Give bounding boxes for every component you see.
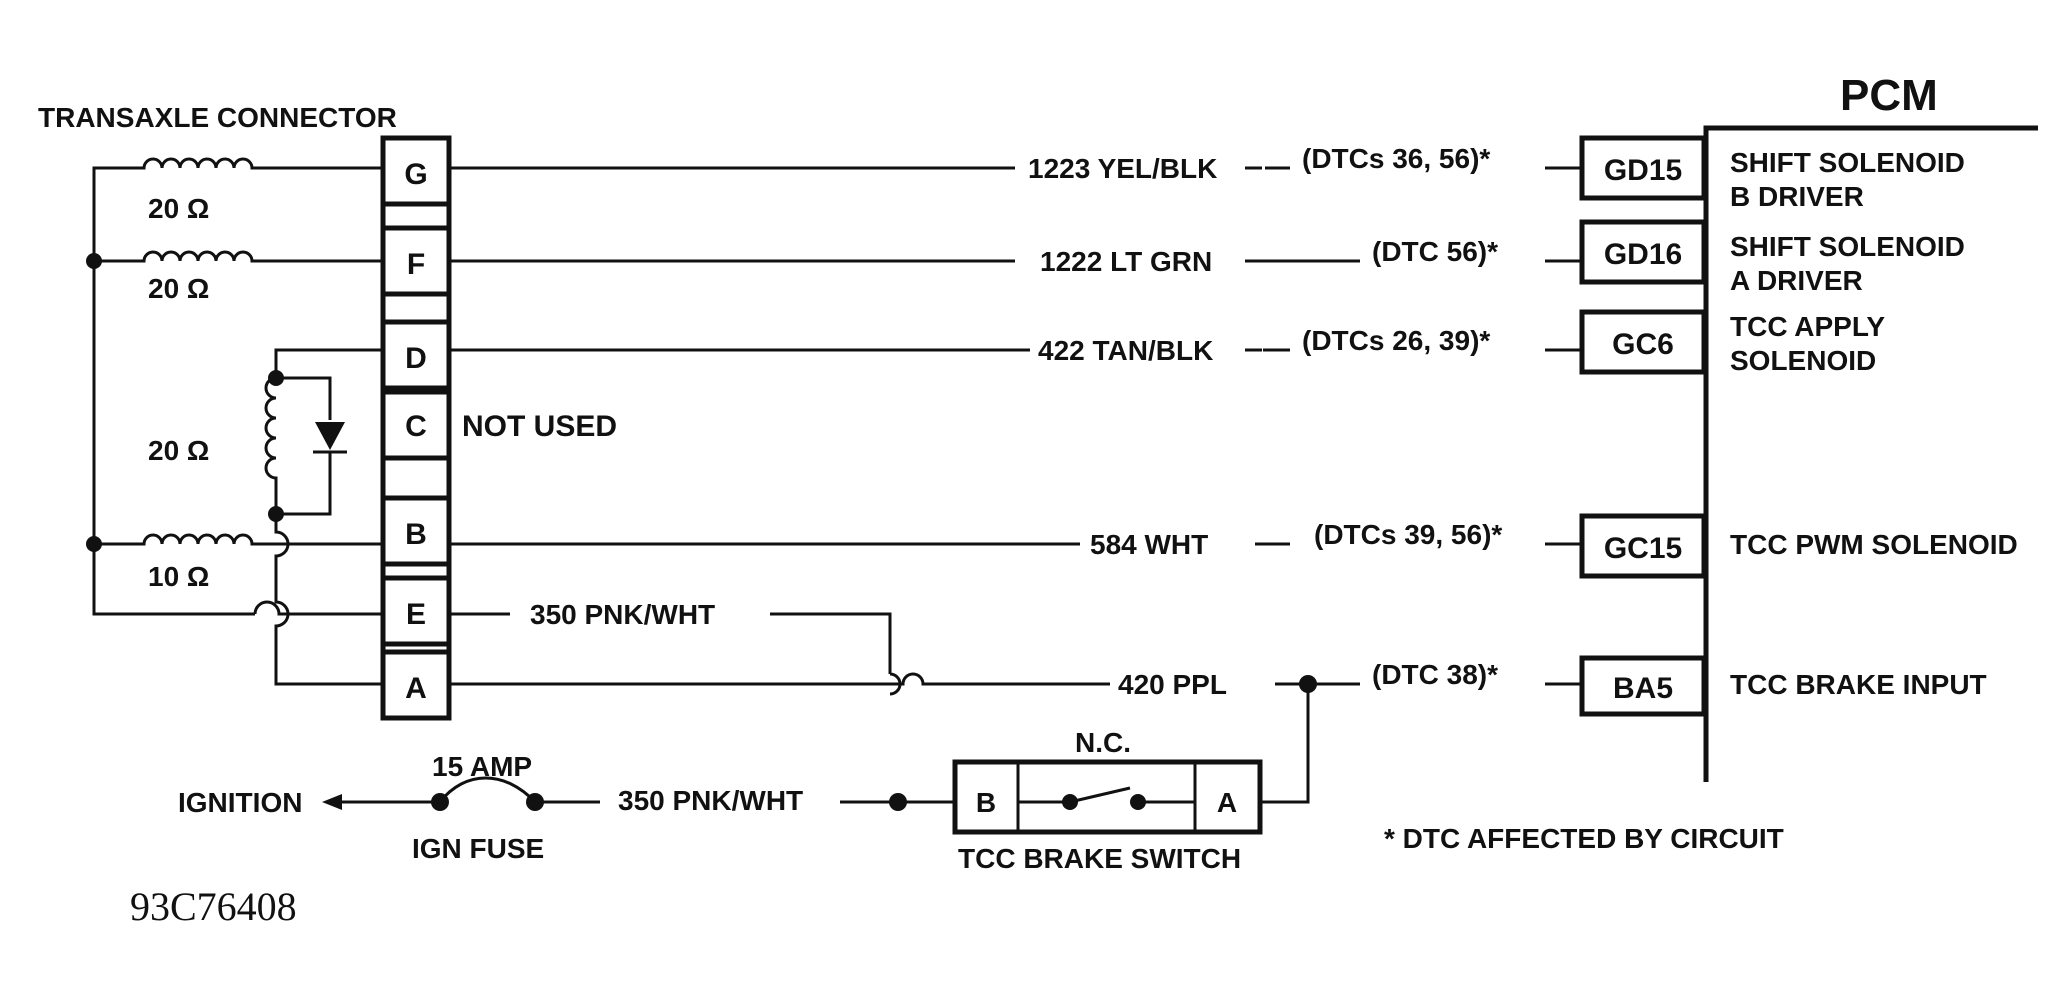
- tcc-apply-resistance: 20 Ω: [148, 435, 209, 466]
- pcm-terminal-gc6: GC6: [1612, 328, 1674, 361]
- diode-branch-wire: [276, 376, 332, 516]
- dtc-labels: (DTCs 36, 56)* (DTC 56)* (DTCs 26, 39)* …: [1245, 143, 1502, 690]
- pin-c-label: C: [405, 410, 427, 443]
- footnote: * DTC AFFECTED BY CIRCUIT: [1384, 823, 1784, 854]
- gd15-function-line2: B DRIVER: [1730, 181, 1864, 212]
- fuse-name-label: IGN FUSE: [412, 833, 544, 864]
- brake-switch-terminal-a: A: [1217, 787, 1237, 818]
- pin-e-box: [380, 575, 452, 647]
- shift-b-resistance: 20 Ω: [148, 193, 209, 224]
- pin-a-label: A: [405, 672, 427, 705]
- wire-g-label: 1223 YEL/BLK: [1028, 153, 1217, 184]
- ignition-label: IGNITION: [178, 787, 302, 818]
- tcc-pwm-coil: [94, 533, 383, 546]
- pin-g-label: G: [404, 158, 427, 191]
- gc6-function-line2: SOLENOID: [1730, 345, 1876, 376]
- fuse-rating-label: 15 AMP: [432, 751, 532, 782]
- circuit-wires: [449, 166, 1580, 696]
- figure-id: 93C76408: [130, 884, 297, 929]
- pcm-terminal-gc15: GC15: [1604, 532, 1682, 565]
- not-used-label: NOT USED: [462, 410, 617, 443]
- pin-b-label: B: [405, 518, 427, 551]
- brake-switch-terminal-b: B: [976, 787, 996, 818]
- wire-f-label: 1222 LT GRN: [1040, 246, 1212, 277]
- pcm-functions: SHIFT SOLENOID B DRIVER SHIFT SOLENOID A…: [1730, 147, 2018, 700]
- dtc-g-label: (DTCs 36, 56)*: [1302, 143, 1490, 174]
- arrow-icon: [322, 794, 342, 810]
- dtc-d-label: (DTCs 26, 39)*: [1302, 325, 1490, 356]
- ign-wire-label: 350 PNK/WHT: [618, 785, 803, 816]
- tcc-apply-coil: [264, 376, 278, 514]
- tcc-pwm-resistance: 10 Ω: [148, 561, 209, 592]
- ignition-fuse: [322, 776, 955, 811]
- dtc-b-label: (DTCs 39, 56)*: [1314, 519, 1502, 550]
- gd15-function-line1: SHIFT SOLENOID: [1730, 147, 1965, 178]
- gc15-function: TCC PWM SOLENOID: [1730, 529, 2018, 560]
- common-bus-wire: [92, 166, 255, 616]
- pin-g-box: [380, 135, 452, 207]
- pin-d-box: [380, 319, 452, 391]
- pin-c-box: [380, 389, 452, 461]
- dtc-f-label: (DTC 56)*: [1372, 236, 1498, 267]
- wire-b-label: 584 WHT: [1090, 529, 1208, 560]
- pcm-terminals: GD15 GD16 GC6 GC15 BA5: [1579, 135, 1707, 717]
- tcc-apply-wire: [274, 348, 383, 378]
- gc6-function-line1: TCC APPLY: [1730, 311, 1885, 342]
- diode-symbol: [315, 422, 345, 450]
- ba5-function: TCC BRAKE INPUT: [1730, 669, 1987, 700]
- gd16-function-line1: SHIFT SOLENOID: [1730, 231, 1965, 262]
- pin-a-internal-wire: [274, 514, 383, 686]
- pin-f-label: F: [407, 248, 425, 281]
- pin-d-label: D: [405, 342, 427, 375]
- brake-switch-name: TCC BRAKE SWITCH: [958, 843, 1241, 874]
- shift-a-coil: [94, 250, 383, 263]
- pin-b-box: [380, 495, 452, 567]
- brake-switch-state: N.C.: [1075, 727, 1131, 758]
- pcm-terminal-gd16: GD16: [1604, 238, 1682, 271]
- wire-e-label: 350 PNK/WHT: [530, 599, 715, 630]
- pcm-title: PCM: [1840, 71, 1938, 120]
- gd16-function-line2: A DRIVER: [1730, 265, 1863, 296]
- pin-e-label: E: [406, 598, 426, 631]
- pin-e-internal-wire: [253, 600, 383, 616]
- connector-title: TRANSAXLE CONNECTOR: [38, 102, 397, 133]
- shift-a-resistance: 20 Ω: [148, 273, 209, 304]
- pcm-terminal-ba5: BA5: [1613, 672, 1673, 705]
- internal-solenoids: [86, 157, 383, 686]
- wire-a-label: 420 PPL: [1118, 669, 1227, 700]
- dtc-a-label: (DTC 38)*: [1372, 659, 1498, 690]
- pcm-terminal-gd15: GD15: [1604, 154, 1682, 187]
- tcc-brake-switch: [952, 675, 1317, 835]
- shift-b-coil: [94, 157, 383, 170]
- wire-d-label: 422 TAN/BLK: [1038, 335, 1213, 366]
- connector-pins: G F D C B E A: [380, 135, 452, 721]
